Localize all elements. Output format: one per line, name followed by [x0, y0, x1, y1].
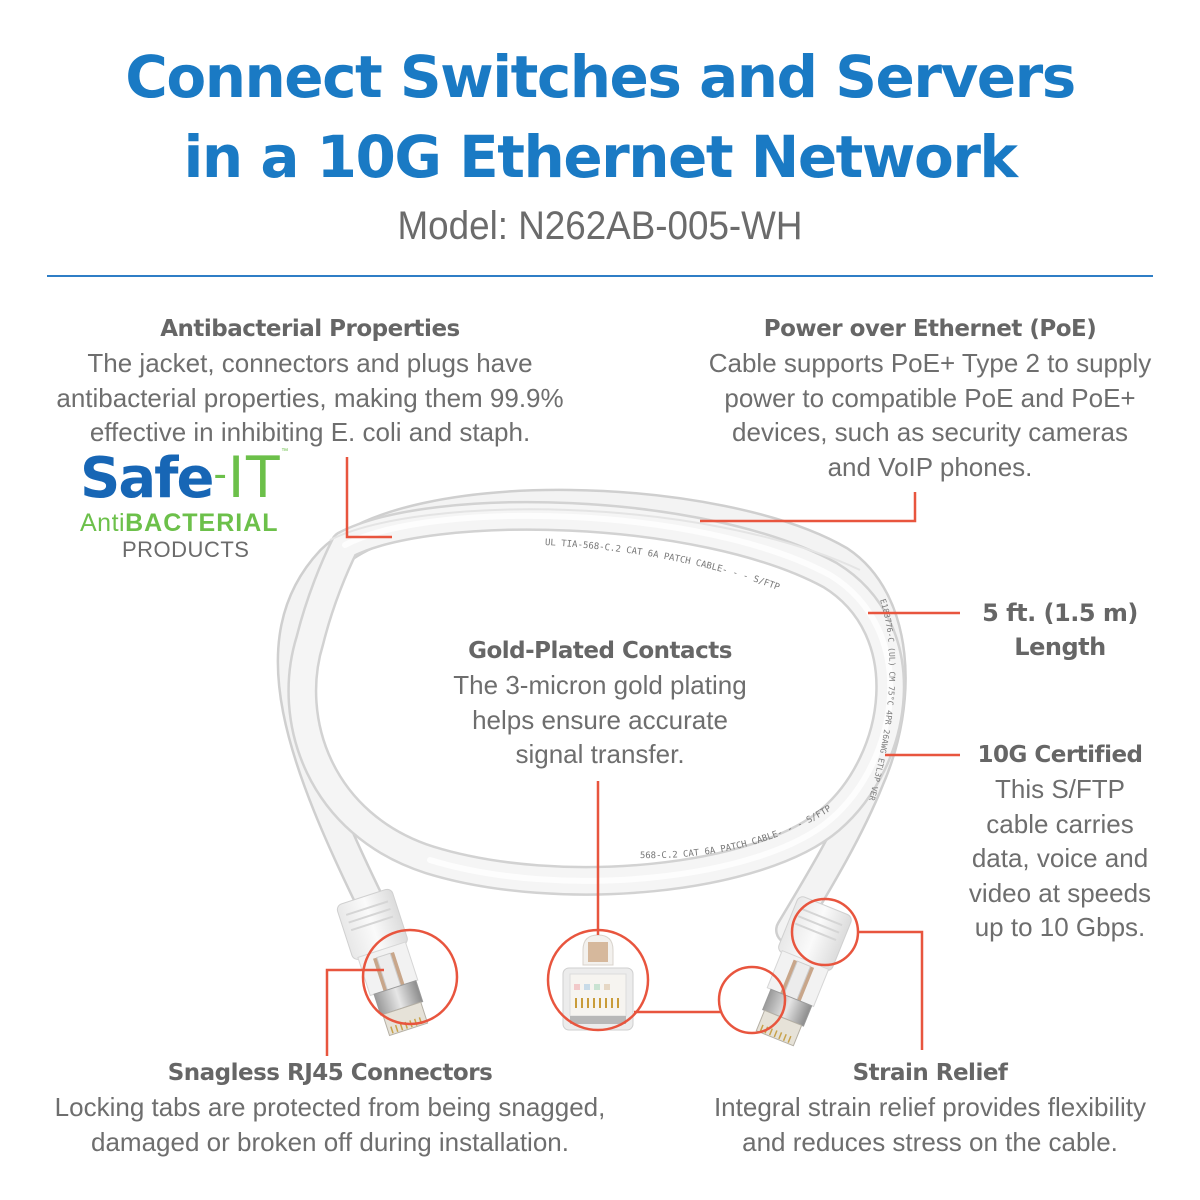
callout-length: 5 ft. (1.5 m) Length	[970, 596, 1150, 664]
leader-antibacterial	[345, 457, 392, 539]
callout-heading: Power over Ethernet (PoE)	[763, 316, 1097, 342]
callout-body: The jacket, connectors and plugs have an…	[40, 346, 580, 450]
leader-rj45	[325, 968, 384, 1056]
safe-it-logo: Safe-IT™ AntiBACTERIAL PRODUCTS	[80, 443, 320, 563]
logo-tagline-sub: PRODUCTS	[122, 537, 250, 562]
callout-line: effective in inhibiting E. coli and stap…	[89, 417, 531, 447]
callout-line: power to compatible PoE and PoE+	[724, 382, 1136, 413]
leader-poe	[700, 492, 917, 523]
circle-strain-relief	[790, 897, 860, 967]
callout-strain-relief: Strain Relief Integral strain relief pro…	[680, 1056, 1180, 1159]
callout-10g-certified: 10G Certified This S/FTP cable carries d…	[960, 738, 1160, 945]
logo-tagline-bold: BACTERIAL	[125, 509, 279, 537]
callout-line: damaged or broken off during installatio…	[91, 1126, 569, 1157]
callout-snagless-rj45: Snagless RJ45 Connectors Locking tabs ar…	[30, 1056, 630, 1159]
callout-heading: Length	[1014, 633, 1106, 661]
callout-body: Locking tabs are protected from being sn…	[30, 1090, 630, 1159]
callout-heading: 10G Certified	[977, 742, 1143, 768]
page-title-line-2: in a 10G Ethernet Network	[183, 123, 1018, 191]
logo-trademark: ™	[281, 448, 289, 455]
header-divider	[47, 275, 1153, 277]
callout-line: cable carries	[986, 808, 1134, 839]
callout-body: The 3-micron gold plating helps ensure a…	[420, 668, 780, 772]
page-title-line-1: Connect Switches and Servers	[125, 43, 1076, 111]
callout-heading: 5 ft. (1.5 m)	[982, 599, 1138, 627]
callout-line: Integral strain relief provides flexibil…	[713, 1092, 1147, 1122]
callout-heading: Gold-Plated Contacts	[468, 638, 732, 664]
cable-loop-inner	[287, 500, 906, 896]
callout-line: helps ensure accurate	[472, 704, 728, 735]
callout-heading: Snagless RJ45 Connectors	[167, 1060, 493, 1086]
callout-body: This S/FTP cable carries data, voice and…	[960, 772, 1160, 945]
callout-gold-contacts: Gold-Plated Contacts The 3-micron gold p…	[420, 634, 780, 772]
callout-line: The 3-micron gold plating	[453, 670, 747, 700]
logo-brand-dash: -	[213, 452, 227, 496]
callout-heading: Strain Relief	[852, 1060, 1008, 1086]
connector-front-view	[562, 934, 634, 1031]
rj45-connector-right	[755, 896, 852, 1047]
callout-poe: Power over Ethernet (PoE) Cable supports…	[700, 312, 1160, 484]
callout-line: The jacket, connectors and plugs have	[87, 348, 533, 378]
logo-brand-main: Safe	[80, 446, 214, 511]
circle-snagless-tab	[361, 928, 459, 1026]
callout-antibacterial: Antibacterial Properties The jacket, con…	[40, 312, 580, 450]
callout-line: devices, such as security cameras	[732, 417, 1128, 447]
callout-body: Cable supports PoE+ Type 2 to supply pow…	[700, 346, 1160, 484]
callout-line: video at speeds	[968, 877, 1152, 908]
logo-brand-suffix: IT	[227, 443, 282, 510]
model-number: Model: N262AB-005-WH	[397, 204, 803, 248]
callout-line: antibacterial properties, making them 99…	[56, 382, 564, 413]
callout-line: and VoIP phones.	[827, 451, 1033, 482]
logo-tagline: AntiBACTERIAL	[80, 509, 320, 537]
callout-line: and reduces stress on the cable.	[742, 1126, 1118, 1157]
callout-body: Integral strain relief provides flexibil…	[680, 1090, 1180, 1159]
callout-line: up to 10 Gbps.	[974, 912, 1146, 942]
callout-line: Cable supports PoE+ Type 2 to supply	[708, 348, 1152, 378]
logo-tagline-light: Anti	[80, 509, 126, 537]
callout-line: data, voice and	[971, 843, 1149, 873]
circle-gold-contacts	[546, 928, 650, 1032]
circle-connector-tip	[717, 965, 787, 1035]
callout-line: Locking tabs are protected from being sn…	[54, 1092, 606, 1122]
cable-highlight	[329, 508, 861, 571]
callout-line: This S/FTP	[994, 774, 1125, 804]
rj45-connector-left	[336, 888, 429, 1037]
callout-line: signal transfer.	[515, 739, 685, 769]
highlight-circles	[361, 897, 860, 1035]
leader-lines	[325, 457, 960, 1056]
callout-heading: Antibacterial Properties	[160, 316, 460, 342]
leader-strain	[858, 930, 924, 1050]
